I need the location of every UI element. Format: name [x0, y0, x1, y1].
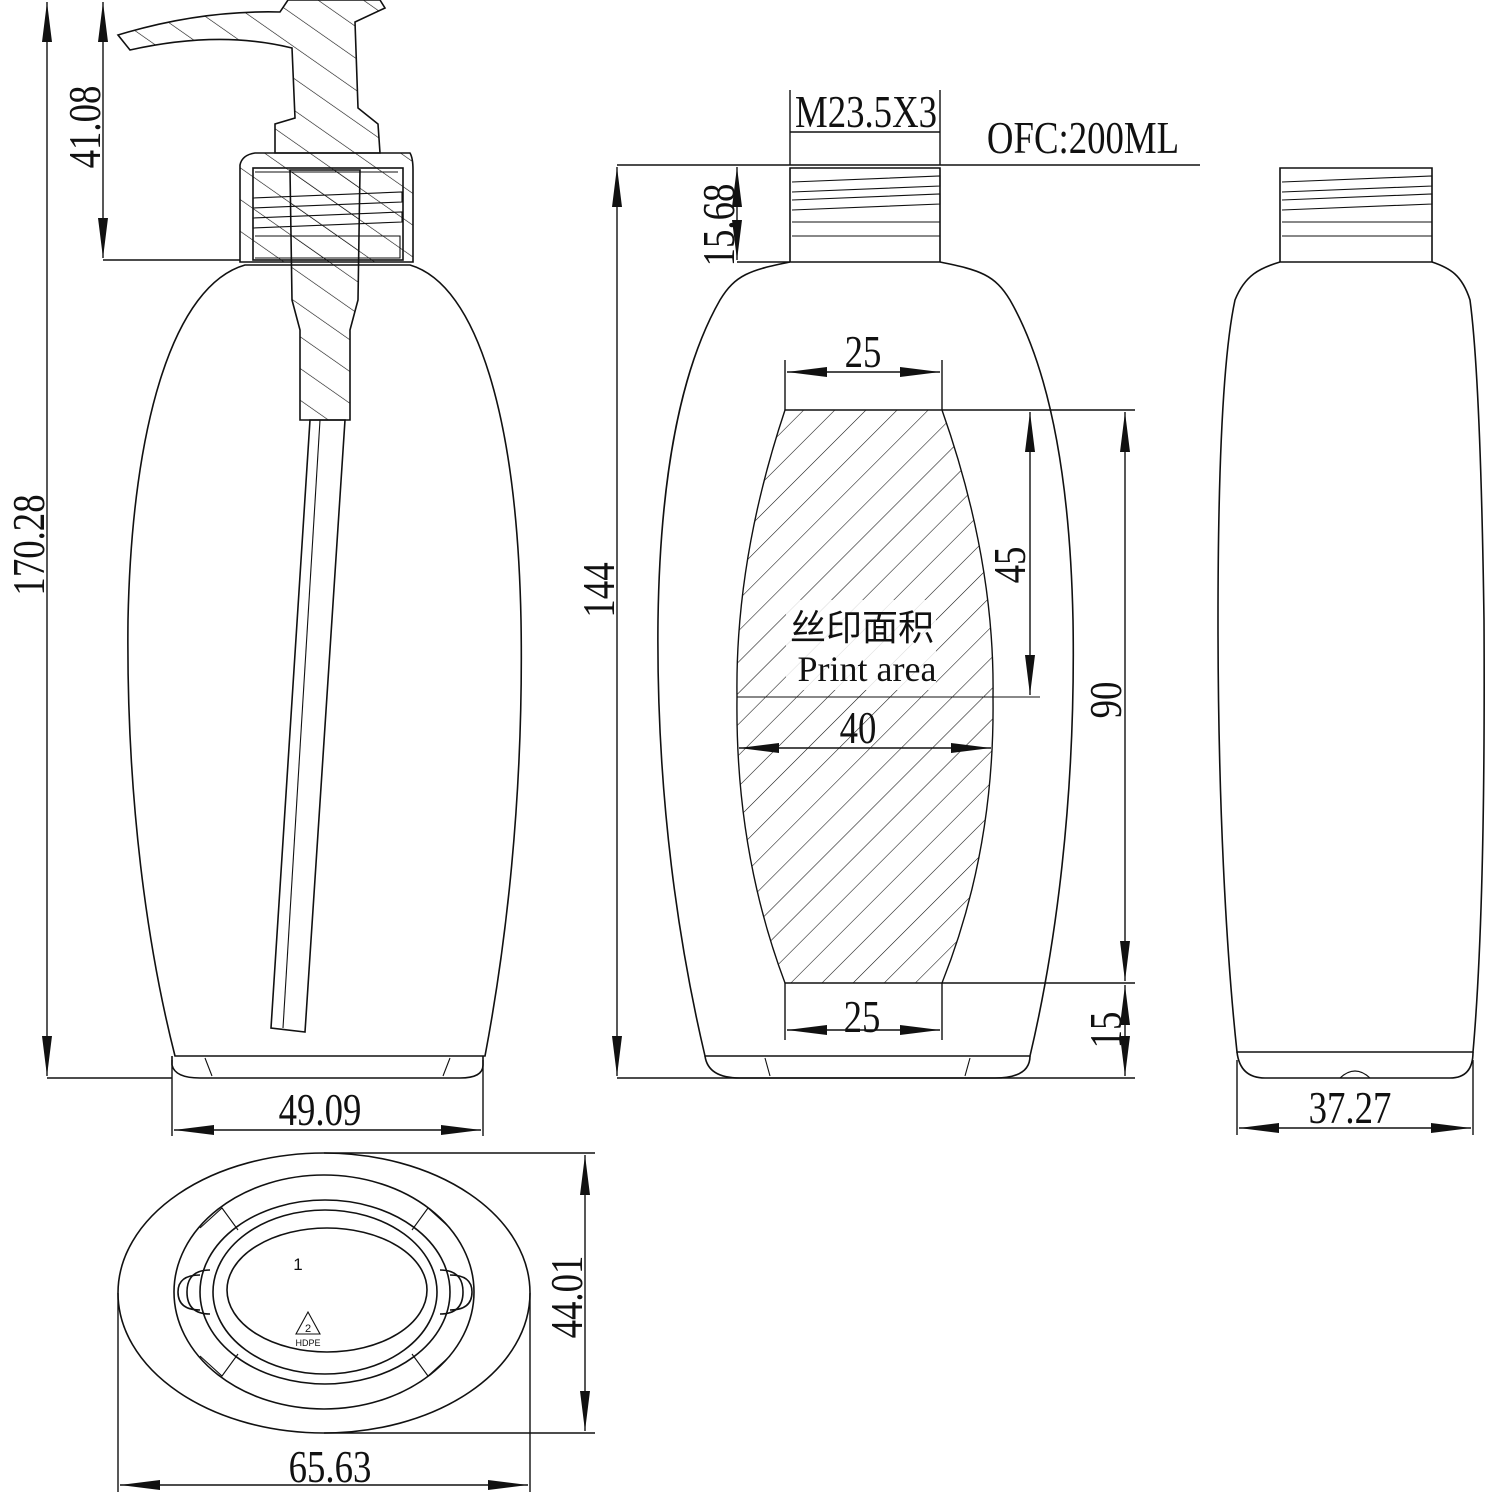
dim-side-base-width: 37.27: [1309, 1083, 1392, 1134]
bottle-base: [171, 1056, 484, 1079]
dim-print-top-width: 25: [845, 327, 882, 378]
dimension-lines: [42, 2, 1474, 1492]
recycle-icon: 2 HDPE: [295, 1310, 321, 1348]
bottom-view: 1 2 HDPE: [117, 1152, 531, 1434]
dip-tube: [270, 419, 346, 1033]
dim-total-height: 170.28: [4, 494, 55, 595]
print-area-label-en: Print area: [798, 649, 937, 689]
side-view-bottle: [1217, 167, 1485, 1079]
capacity-label: OFC:200ML: [987, 113, 1179, 164]
dim-pump-height: 41.08: [60, 86, 111, 169]
pump-stem: [289, 169, 361, 421]
front-view-with-pump: [116, 0, 523, 1079]
dim-bottom-depth: 44.01: [542, 1256, 593, 1339]
dim-print-bottom-width: 25: [844, 992, 881, 1043]
bottle-neck: [789, 167, 941, 262]
dim-bottom-length: 65.63: [289, 1442, 372, 1492]
cavity-number: 1: [293, 1255, 302, 1274]
dimension-labels: 170.28 41.08 49.09 144 15.68 M23.5X3 OFC…: [4, 86, 1391, 1492]
pump-actuator: [116, 0, 387, 154]
dim-print-mid-width: 40: [840, 703, 877, 754]
bottle-body-outline: [1217, 261, 1485, 1053]
dim-neck-height: 15.68: [694, 184, 745, 267]
bottle-body-outline: [127, 264, 523, 1057]
material-code: HDPE: [295, 1338, 320, 1348]
front-view-bottle: 丝印面积 Print area: [657, 167, 1075, 1079]
thread-spec: M23.5X3: [795, 87, 937, 138]
print-area-label-cn: 丝印面积: [790, 608, 934, 648]
dim-base-width-front: 49.09: [279, 1085, 362, 1136]
dim-print-total-height: 90: [1081, 682, 1132, 719]
dim-bottle-height: 144: [574, 562, 625, 617]
svg-text:2: 2: [305, 1323, 311, 1335]
dim-print-upper-height: 45: [985, 547, 1036, 584]
dim-print-bottom-offset: 15: [1081, 1012, 1132, 1049]
